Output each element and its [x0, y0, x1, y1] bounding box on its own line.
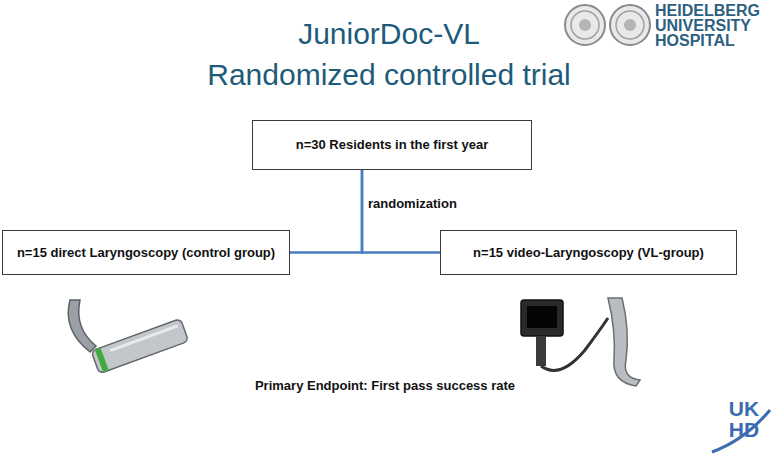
endpoint-note: Primary Endpoint: First pass success rat… — [0, 378, 770, 393]
box-text: n=15 video-Laryngoscopy (VL-group) — [473, 245, 704, 261]
edge-note: randomization — [368, 196, 457, 211]
connector-line — [362, 170, 440, 253]
university-seal — [565, 5, 605, 45]
hospital-seal — [610, 5, 650, 45]
process-box: n=30 Residents in the first year — [252, 120, 532, 170]
subtitle: Randomized controlled trial — [0, 57, 778, 93]
video-laryngoscope-icon — [521, 298, 640, 386]
logo-text: UK HD — [724, 398, 764, 440]
process-box: n=15 video-Laryngoscopy (VL-group) — [440, 230, 737, 275]
process-box: n=15 direct Laryngoscopy (control group) — [2, 230, 290, 275]
laryngoscope-icon — [68, 300, 188, 374]
connector-line — [290, 170, 362, 253]
box-text: n=30 Residents in the first year — [296, 137, 489, 153]
box-text: n=15 direct Laryngoscopy (control group) — [17, 245, 275, 261]
institution-logo-text: HEIDELBERG UNIVERSITY HOSPITAL — [655, 3, 773, 48]
